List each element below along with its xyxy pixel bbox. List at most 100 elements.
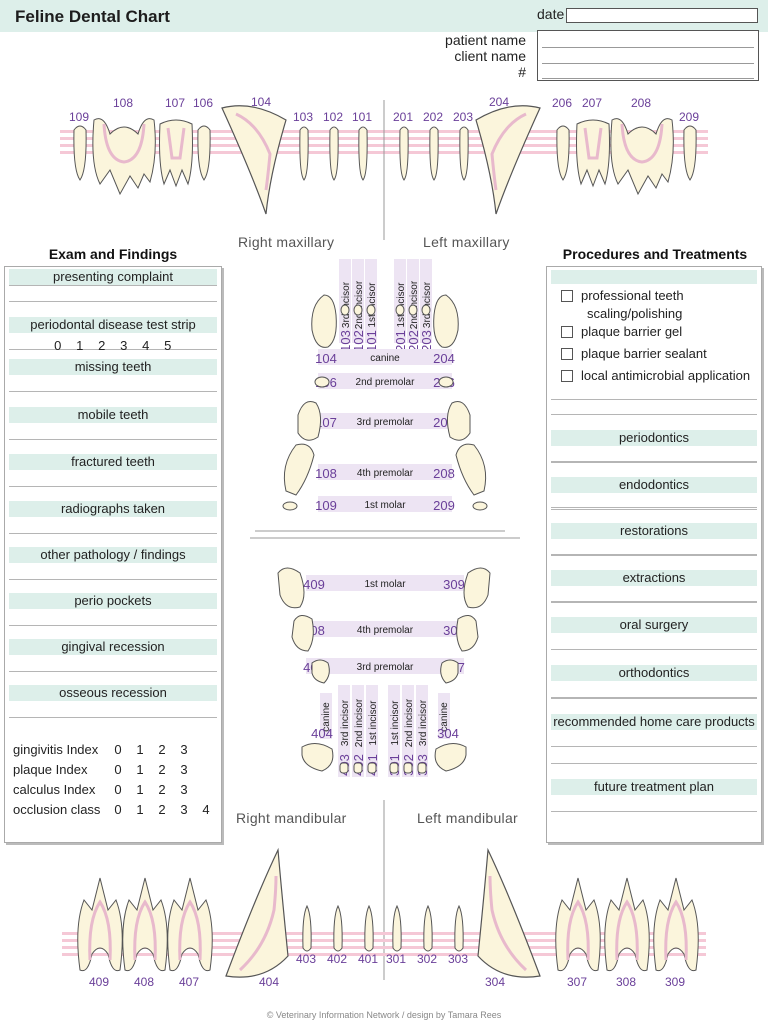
upper-premolar-207[interactable] — [446, 401, 471, 441]
lower-premolar-407[interactable] — [311, 659, 330, 684]
upper-tooth-108[interactable] — [92, 118, 156, 196]
lower-molar-409[interactable] — [277, 567, 305, 609]
lower-incisor-303[interactable] — [417, 762, 427, 774]
test-strip-value[interactable]: 1 — [76, 338, 84, 353]
test-strip-value[interactable]: 5 — [164, 338, 172, 353]
upper-tooth-107[interactable] — [159, 119, 193, 188]
index-value[interactable]: 0 — [114, 762, 122, 777]
upper-tooth-106[interactable] — [197, 125, 211, 181]
lower-tooth-309[interactable] — [653, 877, 699, 972]
procedure-row-line[interactable] — [551, 555, 757, 556]
upper-tooth-109[interactable] — [73, 125, 87, 181]
index-value[interactable]: 3 — [180, 742, 188, 757]
procedure-row-line[interactable] — [551, 601, 757, 602]
upper-premolar-206[interactable] — [438, 376, 454, 388]
exam-row-line[interactable] — [9, 391, 217, 392]
upper-tooth-104[interactable] — [221, 105, 287, 215]
lower-tooth-407[interactable] — [167, 877, 213, 972]
index-value[interactable]: 3 — [180, 802, 188, 817]
index-value[interactable]: 1 — [136, 742, 144, 757]
client-name-field[interactable] — [542, 63, 754, 64]
index-value[interactable]: 1 — [136, 802, 144, 817]
lower-incisor-403[interactable] — [339, 762, 349, 774]
index-value[interactable]: 0 — [114, 802, 122, 817]
exam-row-line[interactable] — [9, 349, 217, 350]
exam-row-line[interactable] — [9, 533, 217, 534]
procedure-row-line[interactable] — [551, 811, 757, 812]
upper-tooth-103[interactable] — [299, 126, 309, 181]
index-value[interactable]: 3 — [180, 782, 188, 797]
upper-tooth-102[interactable] — [329, 126, 339, 181]
lower-incisor-302[interactable] — [403, 762, 413, 774]
lower-incisor-301[interactable] — [389, 762, 399, 774]
upper-tooth-204[interactable] — [475, 105, 541, 215]
upper-tooth-101[interactable] — [358, 126, 368, 181]
procedure-row-line[interactable] — [551, 698, 757, 699]
upper-incisor-101[interactable] — [366, 304, 376, 316]
upper-tooth-207[interactable] — [576, 119, 610, 188]
index-value[interactable]: 2 — [158, 802, 166, 817]
lower-tooth-409[interactable] — [77, 877, 123, 972]
lower-tooth-404[interactable] — [225, 847, 289, 978]
checkbox[interactable] — [561, 348, 573, 360]
procedure-row-line[interactable] — [551, 649, 757, 650]
upper-tooth-208[interactable] — [610, 118, 674, 196]
index-value[interactable]: 3 — [180, 762, 188, 777]
procedure-checkbox-item[interactable]: plaque barrier sealant — [561, 345, 707, 363]
number-field[interactable] — [542, 78, 754, 79]
upper-incisor-103[interactable] — [340, 304, 350, 316]
lower-tooth-301[interactable] — [392, 904, 402, 952]
upper-tooth-202[interactable] — [429, 126, 439, 181]
date-field[interactable] — [566, 8, 758, 23]
lower-incisor-401[interactable] — [367, 762, 377, 774]
upper-premolar-108[interactable] — [283, 443, 315, 496]
procedure-row-line[interactable] — [551, 414, 757, 415]
procedure-row-line[interactable] — [551, 697, 757, 698]
lower-tooth-408[interactable] — [122, 877, 168, 972]
procedure-row-line[interactable] — [551, 509, 757, 510]
upper-premolar-208[interactable] — [455, 443, 487, 496]
procedure-checkbox-item[interactable]: plaque barrier gel — [561, 323, 682, 341]
procedure-row-line[interactable] — [551, 554, 757, 555]
lower-premolar-307[interactable] — [440, 659, 459, 684]
checkbox[interactable] — [561, 290, 573, 302]
test-strip-value[interactable]: 2 — [98, 338, 106, 353]
upper-incisor-201[interactable] — [395, 304, 405, 316]
upper-canine-104[interactable] — [311, 294, 337, 348]
upper-tooth-206[interactable] — [556, 125, 570, 181]
test-strip-value[interactable]: 0 — [54, 338, 62, 353]
index-value[interactable]: 0 — [114, 782, 122, 797]
exam-row-line[interactable] — [9, 717, 217, 718]
procedure-checkbox-item[interactable]: professional teeth — [561, 287, 684, 305]
exam-row-line[interactable] — [9, 301, 217, 302]
procedure-row-line[interactable] — [551, 602, 757, 603]
exam-row-line[interactable] — [9, 486, 217, 487]
upper-incisor-102[interactable] — [353, 304, 363, 316]
procedure-row-line[interactable] — [551, 763, 757, 764]
upper-premolar-107[interactable] — [297, 401, 322, 441]
test-strip-value[interactable]: 3 — [120, 338, 128, 353]
lower-incisor-402[interactable] — [353, 762, 363, 774]
index-value[interactable]: 0 — [114, 742, 122, 757]
lower-premolar-308[interactable] — [456, 615, 479, 652]
upper-canine-204[interactable] — [433, 294, 459, 348]
index-value[interactable]: 1 — [136, 782, 144, 797]
upper-molar-209[interactable] — [472, 501, 488, 511]
lower-tooth-401[interactable] — [364, 904, 374, 952]
lower-tooth-403[interactable] — [302, 904, 312, 952]
lower-tooth-304[interactable] — [477, 847, 541, 978]
procedure-checkbox-item[interactable]: local antimicrobial application — [561, 367, 750, 385]
upper-tooth-201[interactable] — [399, 126, 409, 181]
exam-row-line[interactable] — [9, 671, 217, 672]
upper-incisor-203[interactable] — [421, 304, 431, 316]
exam-row-line[interactable] — [9, 625, 217, 626]
exam-row-line[interactable] — [9, 579, 217, 580]
upper-molar-109[interactable] — [282, 501, 298, 511]
test-strip-value[interactable]: 4 — [142, 338, 150, 353]
procedure-row-line[interactable] — [551, 399, 757, 400]
lower-premolar-408[interactable] — [291, 615, 314, 652]
upper-incisor-202[interactable] — [408, 304, 418, 316]
lower-canine-404[interactable] — [301, 743, 334, 772]
index-value[interactable]: 2 — [158, 742, 166, 757]
lower-canine-304[interactable] — [434, 743, 467, 772]
